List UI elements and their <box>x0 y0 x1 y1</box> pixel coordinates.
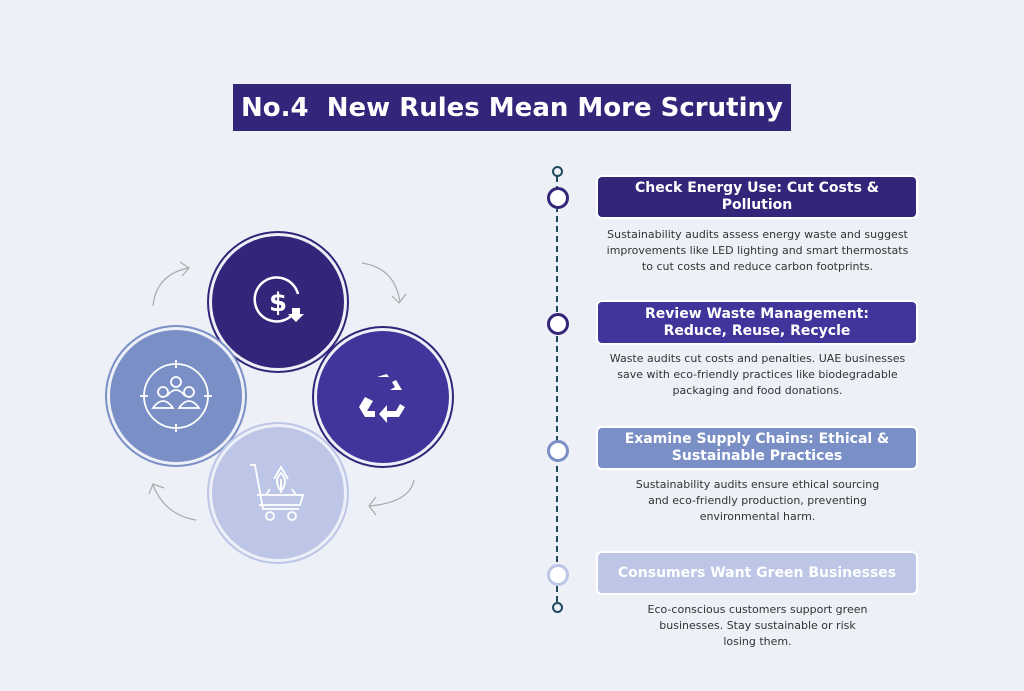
page-title: No.4 New Rules Mean More Scrutiny <box>233 84 791 131</box>
target-people-icon <box>140 360 212 432</box>
cycle-circle-supply <box>110 330 242 462</box>
timeline-dot <box>547 440 569 462</box>
step-text-2: Waste audits cut costs and penalties. UA… <box>609 352 906 397</box>
step-heading-2: Review Waste Management: Reduce, Reuse, … <box>598 302 916 343</box>
arrow-icon <box>361 262 407 304</box>
timeline-line <box>556 176 558 602</box>
svg-text:$: $ <box>269 288 287 318</box>
step-text-3: Sustainability audits ensure ethical sou… <box>635 478 880 523</box>
step-heading-4: Consumers Want Green Businesses <box>598 553 916 593</box>
step-heading-3: Examine Supply Chains: Ethical & Sustain… <box>598 428 916 468</box>
timeline-dot <box>547 564 569 586</box>
cycle-arrows <box>148 261 415 521</box>
arrow-icon <box>148 483 197 521</box>
timeline-end-dot <box>552 602 563 613</box>
cycle-circle-cost: $ <box>212 236 344 368</box>
green-cart-icon <box>250 464 305 521</box>
step-text-4: Eco-conscious customers support green bu… <box>647 603 868 648</box>
arrow-icon <box>368 479 415 516</box>
dollar-cost-down-icon: $ <box>253 276 304 323</box>
cycle-circle-recycle <box>317 331 449 463</box>
step-text-1: Sustainability audits assess energy wast… <box>606 228 909 273</box>
timeline-dot <box>547 313 569 335</box>
recycle-icon <box>359 374 405 423</box>
step-heading-1: Check Energy Use: Cut Costs & Pollution <box>598 177 916 217</box>
timeline-dot <box>547 187 569 209</box>
timeline-start-dot <box>552 166 563 177</box>
arrow-icon <box>152 261 190 307</box>
cycle-circle-consumers <box>212 427 344 559</box>
